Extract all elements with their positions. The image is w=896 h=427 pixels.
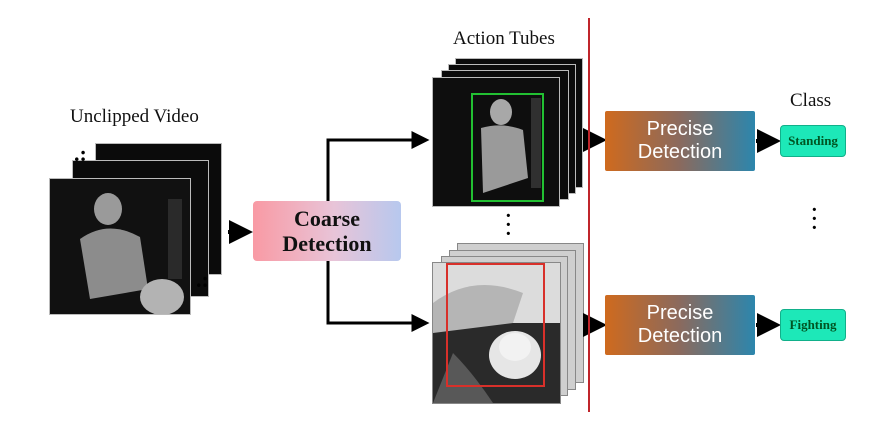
class-standing-box: Standing: [780, 125, 846, 157]
people-fighting-icon: [433, 263, 560, 403]
connector-coarse-to-bottom-tube: [326, 261, 430, 332]
person-silhouette-icon: [80, 193, 184, 315]
unclipped-video-label: Unclipped Video: [70, 106, 199, 127]
green-bounding-box: [471, 93, 544, 202]
tube-top-frame-front: [432, 77, 560, 207]
precise-detection-top-box: Precise Detection: [605, 111, 755, 171]
connector-coarse-to-top-tube: [326, 131, 430, 201]
person-standing-icon: [481, 98, 541, 193]
action-tubes-vertical-dots: ···: [505, 205, 512, 245]
class-vertical-dots: ···: [811, 199, 818, 239]
red-bounding-box: [446, 263, 545, 387]
class-fighting-box: Fighting: [780, 309, 846, 341]
action-tubes-label: Action Tubes: [453, 28, 555, 49]
class-header-label: Class: [790, 90, 832, 111]
video-frame-front: [49, 178, 191, 315]
tube-bottom-frame-front: [432, 262, 561, 404]
precise-detection-bottom-box: Precise Detection: [605, 295, 755, 355]
coarse-detection-box: Coarse Detection: [253, 201, 401, 261]
